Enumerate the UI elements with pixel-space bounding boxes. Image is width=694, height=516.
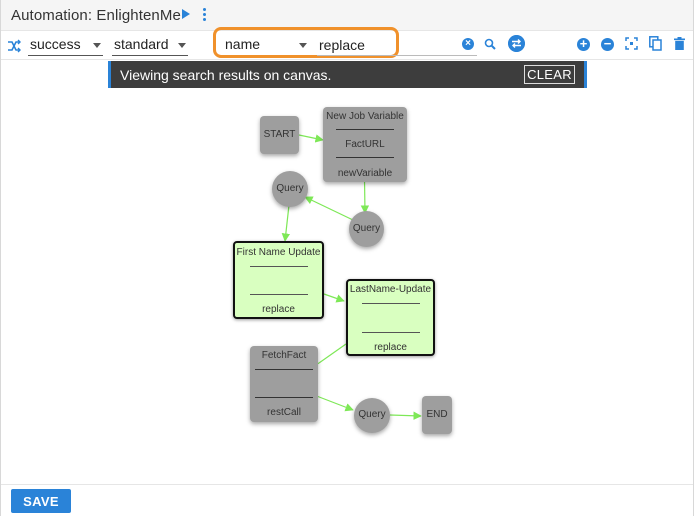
node-mid: FactURL	[345, 139, 385, 150]
status-select[interactable]: success	[28, 34, 103, 56]
edge-first-name-update-to-lastname-update	[323, 293, 345, 303]
swap-icon[interactable]	[508, 35, 525, 52]
delete-icon[interactable]	[674, 37, 685, 50]
mode-select[interactable]: standard	[112, 34, 188, 56]
edge-lastname-update-to-fetchfact	[318, 343, 347, 364]
node-bottom: replace	[374, 342, 407, 353]
node-query-1[interactable]: Query	[272, 171, 308, 207]
zoom-out-icon[interactable]: −	[601, 37, 614, 51]
save-button[interactable]: SAVE	[11, 489, 71, 513]
node-start[interactable]: START	[260, 116, 299, 154]
node-label: Query	[358, 409, 386, 420]
search-input[interactable]	[317, 34, 477, 56]
fit-to-screen-icon[interactable]	[625, 37, 638, 50]
search-field-select-value: name	[225, 36, 261, 52]
edge-query1-to-first-name-update	[281, 204, 291, 242]
chevron-down-icon	[178, 43, 186, 48]
node-fetchfact[interactable]: FetchFact restCall	[250, 346, 318, 422]
node-bottom: newVariable	[337, 168, 393, 179]
node-title: New Job Variable	[326, 111, 404, 122]
clear-results-button[interactable]: CLEAR	[524, 65, 575, 84]
node-label: Query	[276, 183, 304, 194]
node-query-2[interactable]: Query	[349, 211, 384, 247]
node-label: START	[263, 129, 296, 140]
node-label: END	[426, 409, 448, 420]
node-label: Query	[352, 223, 381, 234]
more-menu-icon[interactable]	[200, 8, 208, 22]
node-divider	[336, 129, 394, 130]
edge-query2-to-query1	[304, 196, 354, 221]
play-icon[interactable]	[182, 9, 190, 19]
node-divider	[336, 157, 394, 158]
node-divider	[250, 294, 308, 295]
search-results-banner: Viewing search results on canvas. CLEAR	[108, 61, 587, 88]
workflow-canvas[interactable]: START New Job Variable FactURL newVariab…	[1, 60, 693, 484]
page-title: Automation: EnlightenMe	[11, 7, 181, 24]
banner-message: Viewing search results on canvas.	[120, 67, 332, 83]
shuffle-icon[interactable]	[7, 39, 21, 53]
zoom-in-icon[interactable]: +	[577, 37, 590, 51]
chevron-down-icon	[93, 43, 101, 48]
node-bottom: replace	[262, 304, 295, 315]
node-title: First Name Update	[236, 247, 321, 258]
node-divider	[255, 369, 313, 370]
node-divider	[362, 332, 420, 333]
node-divider	[250, 266, 308, 267]
node-query-3[interactable]: Query	[354, 398, 390, 433]
copy-icon[interactable]	[649, 36, 662, 51]
title-bar: Automation: EnlightenMe	[1, 0, 693, 31]
node-divider	[362, 303, 420, 304]
status-select-value: success	[30, 36, 81, 52]
edge-query3-to-end	[389, 411, 422, 420]
node-title: FetchFact	[261, 350, 307, 361]
node-end[interactable]: END	[422, 396, 452, 434]
clear-search-icon[interactable]: ×	[462, 38, 474, 50]
node-first-name-update[interactable]: First Name Update replace	[233, 241, 324, 319]
node-title: LastName-Update	[349, 284, 432, 295]
node-new-job-variable[interactable]: New Job Variable FactURL newVariable	[323, 107, 407, 182]
edge-start-to-new-job-variable	[298, 134, 324, 143]
mode-select-value: standard	[114, 36, 169, 52]
node-divider	[255, 397, 313, 398]
search-icon[interactable]	[484, 38, 496, 50]
chevron-down-icon	[299, 43, 307, 48]
node-lastname-update[interactable]: LastName-Update replace	[346, 279, 435, 356]
node-bottom: restCall	[267, 407, 301, 418]
footer-bar: SAVE	[1, 484, 693, 516]
